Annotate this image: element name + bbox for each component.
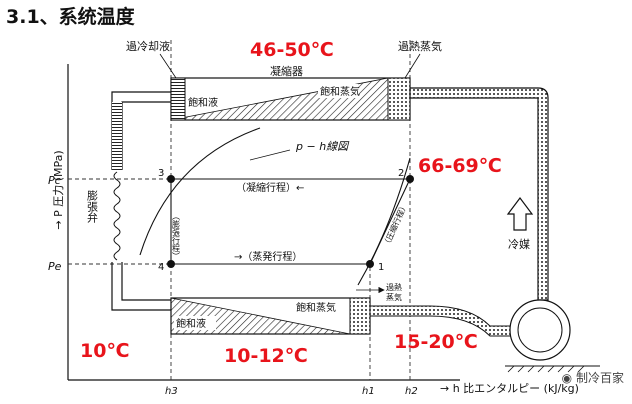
- tick-pe: Pe: [48, 260, 62, 273]
- label-ph-diagram: p − h線図: [295, 140, 350, 153]
- label-refrigerant: 冷媒: [508, 238, 530, 251]
- temp-discharge: 66-69℃: [418, 155, 502, 177]
- y-axis-label: → P 圧力 (MPa): [52, 150, 65, 229]
- label-point-1: 1: [378, 262, 384, 273]
- label-saturated-vapor-bottom: 飽和蒸気: [296, 301, 336, 314]
- label-condensing-process: （凝縮行程）←: [236, 181, 304, 194]
- cycle-lines: [139, 127, 411, 286]
- label-superheat: 過熱: [386, 282, 402, 292]
- temp-subcooled: 10℃: [80, 340, 129, 362]
- compressor: [505, 299, 600, 373]
- flow-arrow-icon: [506, 197, 534, 231]
- temp-suction: 15-20℃: [394, 331, 478, 353]
- label-compression-process: （圧縮行程）: [381, 201, 410, 249]
- label-condenser: 凝縮器: [270, 64, 303, 78]
- tick-h3: h3: [165, 386, 178, 397]
- expansion-valve-coil: [113, 171, 121, 261]
- discharge-line: [409, 87, 549, 301]
- label-saturated-liquid-bottom: 飽和液: [176, 317, 206, 330]
- wechat-icon: ◉: [561, 371, 573, 385]
- state-point-2: [406, 175, 414, 183]
- temp-evaporating: 10-12℃: [224, 345, 308, 367]
- label-expansion-process: （膨張行程）: [172, 212, 181, 260]
- tick-h1: h1: [362, 386, 375, 397]
- state-point-4: [167, 260, 175, 268]
- label-point-4: 4: [158, 262, 164, 273]
- watermark: ◉ 制冷百家: [562, 369, 624, 386]
- x-axis-label: → h 比エンタルピー (kJ/kg): [440, 382, 579, 395]
- condenser: [170, 77, 411, 121]
- label-saturated-liquid-top: 飽和液: [188, 96, 218, 109]
- label-saturated-vapor-top: 飽和蒸気: [320, 85, 360, 98]
- label-subcooled-liquid: 過冷却液: [126, 39, 170, 53]
- label-expansion-valve: 膨張弁: [86, 189, 99, 223]
- label-superheated-vapor-top: 過熱蒸気: [398, 39, 442, 53]
- state-point-3: [167, 175, 175, 183]
- temp-condensing: 46-50℃: [250, 39, 334, 61]
- label-point-3: 3: [158, 168, 164, 179]
- liquid-line: [111, 91, 171, 311]
- label-evaporating-process: →（蒸発行程）: [234, 250, 302, 263]
- tick-pc: Pc: [48, 174, 61, 187]
- label-point-2: 2: [398, 168, 404, 179]
- state-point-1: [366, 260, 374, 268]
- evaporator: [170, 297, 371, 335]
- tick-h2: h2: [405, 386, 418, 397]
- label-superheat-vapor: 蒸気: [386, 292, 402, 302]
- section-title: 3.1、系统温度: [6, 6, 135, 28]
- watermark-text: 制冷百家: [575, 371, 624, 385]
